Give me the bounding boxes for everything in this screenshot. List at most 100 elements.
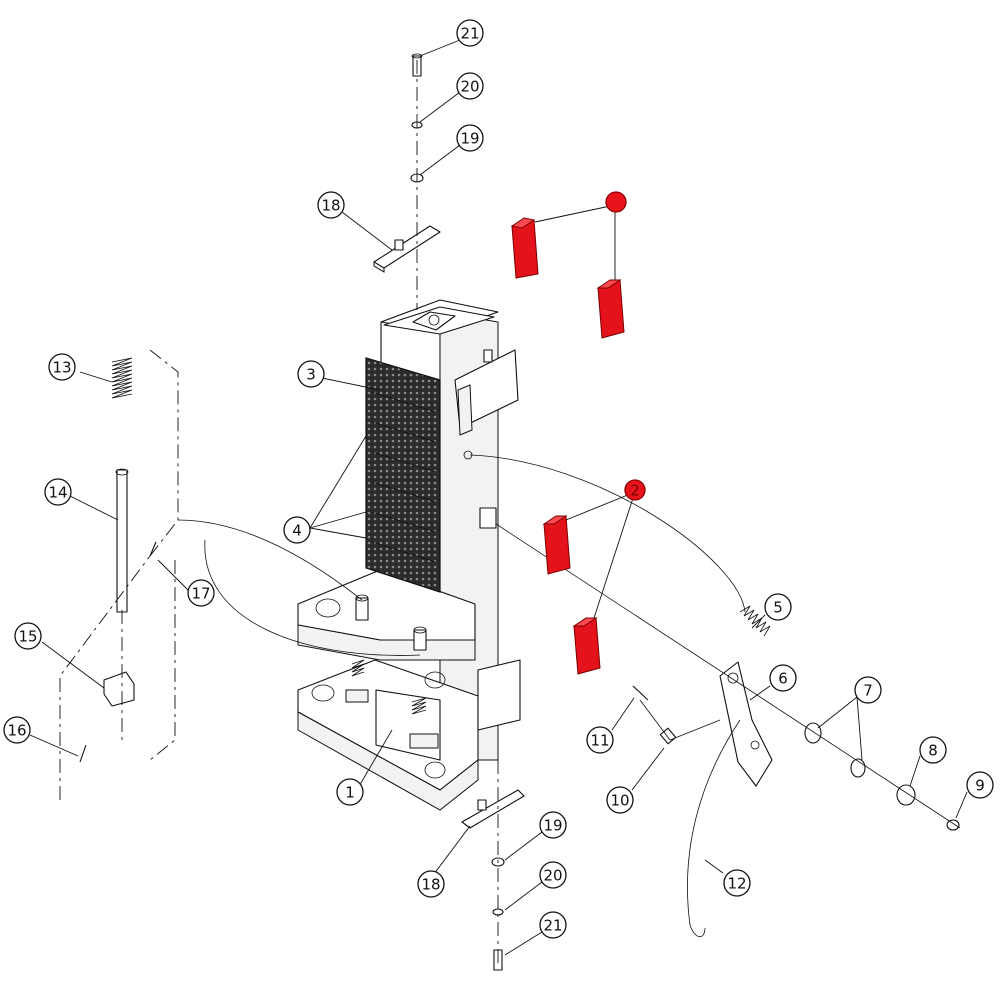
- callout-circle: [919, 736, 947, 764]
- callout-circle: [586, 726, 614, 754]
- rod-connector-line: [177, 519, 421, 656]
- bottom-plate-part-18: [461, 789, 525, 829]
- callout-c11: 11: [586, 726, 614, 754]
- callout-number: 17: [191, 585, 210, 603]
- callout-number: 1: [345, 784, 355, 802]
- callout-c5: 5: [764, 593, 792, 621]
- callout-c18a: 18: [317, 191, 345, 219]
- callout-circle: [456, 72, 484, 100]
- red-block-top-right: [596, 279, 625, 339]
- callout-circle: [605, 191, 627, 213]
- callout-c20a: 20: [456, 72, 484, 100]
- callout-circle: [317, 191, 345, 219]
- cable-part-12: [687, 719, 741, 938]
- callout-c7: 7: [854, 676, 882, 704]
- callout-number: 12: [727, 875, 746, 893]
- callout-c15: 15: [14, 622, 42, 650]
- callout-number: 7: [863, 682, 873, 700]
- upper-hardware-stack: [410, 53, 424, 310]
- lower-hardware-stack: [491, 760, 505, 971]
- callout-circle: [539, 911, 567, 939]
- callout-number: 16: [7, 722, 26, 740]
- rod-axis-dash: [59, 349, 179, 800]
- callout-number: 11: [590, 732, 609, 750]
- link-arm-part-6: [719, 661, 773, 787]
- spring-part-5: [739, 605, 771, 637]
- callout-circle: [764, 593, 792, 621]
- pins-16-17: [79, 541, 157, 763]
- callout-circle: [854, 676, 882, 704]
- callout-circle: [297, 360, 325, 388]
- callout-number: 10: [610, 792, 629, 810]
- callout-number: 19: [460, 130, 479, 148]
- callout-c20b: 20: [539, 861, 567, 889]
- callout-circle: [336, 778, 364, 806]
- callout-c21b: 21: [539, 911, 567, 939]
- callout-c4: 4: [283, 516, 311, 544]
- callout-c12: 12: [723, 869, 751, 897]
- callout-circle: [3, 716, 31, 744]
- callout-circle: [723, 869, 751, 897]
- callout-circle: [417, 870, 445, 898]
- callout-c10: 10: [606, 786, 634, 814]
- main-bracket-part-1: [297, 299, 521, 811]
- callout-leaders: [29, 39, 968, 956]
- callout-c13: 13: [48, 353, 76, 381]
- callout-number: 3: [306, 366, 316, 384]
- post-hole: [463, 450, 473, 460]
- callout-circle: [606, 786, 634, 814]
- callout-circle: [48, 353, 76, 381]
- callout-c16: 16: [3, 716, 31, 744]
- callout-number: 6: [778, 670, 788, 688]
- callout-cRedTop: [605, 191, 627, 213]
- callout-circle: [539, 811, 567, 839]
- callout-number: 14: [48, 484, 67, 502]
- red-block-part-2-upper: [542, 515, 571, 575]
- mesh-screen-part-3: [365, 357, 441, 593]
- callout-number: 19: [543, 817, 562, 835]
- callout-number: 18: [321, 197, 340, 215]
- red-block-top-left: [510, 217, 539, 279]
- callout-circle: [187, 579, 215, 607]
- callout-c19a: 19: [456, 124, 484, 152]
- callout-c3: 3: [297, 360, 325, 388]
- callout-c1: 1: [336, 778, 364, 806]
- callout-circle: [456, 124, 484, 152]
- callout-number: 15: [18, 628, 37, 646]
- callout-number: 9: [975, 777, 985, 795]
- bushing: [479, 507, 497, 529]
- screen-slats-part-4: [371, 391, 437, 563]
- callout-circle: [966, 771, 994, 799]
- callout-c6: 6: [769, 664, 797, 692]
- callout-circle: [456, 19, 484, 47]
- callout-circle: [283, 516, 311, 544]
- callout-c9: 9: [966, 771, 994, 799]
- callout-number: 2: [630, 482, 640, 500]
- callout-c19b: 19: [539, 811, 567, 839]
- rod-part-14: [115, 468, 129, 613]
- bolt-and-nut-parts-10-11: [632, 685, 677, 745]
- callout-number: 4: [292, 522, 302, 540]
- callout-circle: [539, 861, 567, 889]
- callout-number: 21: [460, 25, 479, 43]
- clamp-part-15: [103, 671, 135, 707]
- callout-circle: [624, 479, 646, 501]
- red-block-part-2-lower: [572, 617, 601, 675]
- callout-c2: 2: [624, 479, 646, 501]
- callout-c21a: 21: [456, 19, 484, 47]
- callout-circle: [44, 478, 72, 506]
- callout-circle: [769, 664, 797, 692]
- callout-c17: 17: [187, 579, 215, 607]
- callout-number: 21: [543, 917, 562, 935]
- callout-number: 20: [460, 78, 479, 96]
- callout-number: 18: [421, 876, 440, 894]
- callout-c8: 8: [919, 736, 947, 764]
- spring-part-13: [111, 357, 133, 399]
- callout-circle: [14, 622, 42, 650]
- callout-number: 13: [52, 359, 71, 377]
- callout-number: 8: [928, 742, 938, 760]
- washers-parts-7-8-9: [804, 722, 960, 831]
- callout-c18b: 18: [417, 870, 445, 898]
- top-plate-part-18: [373, 225, 441, 273]
